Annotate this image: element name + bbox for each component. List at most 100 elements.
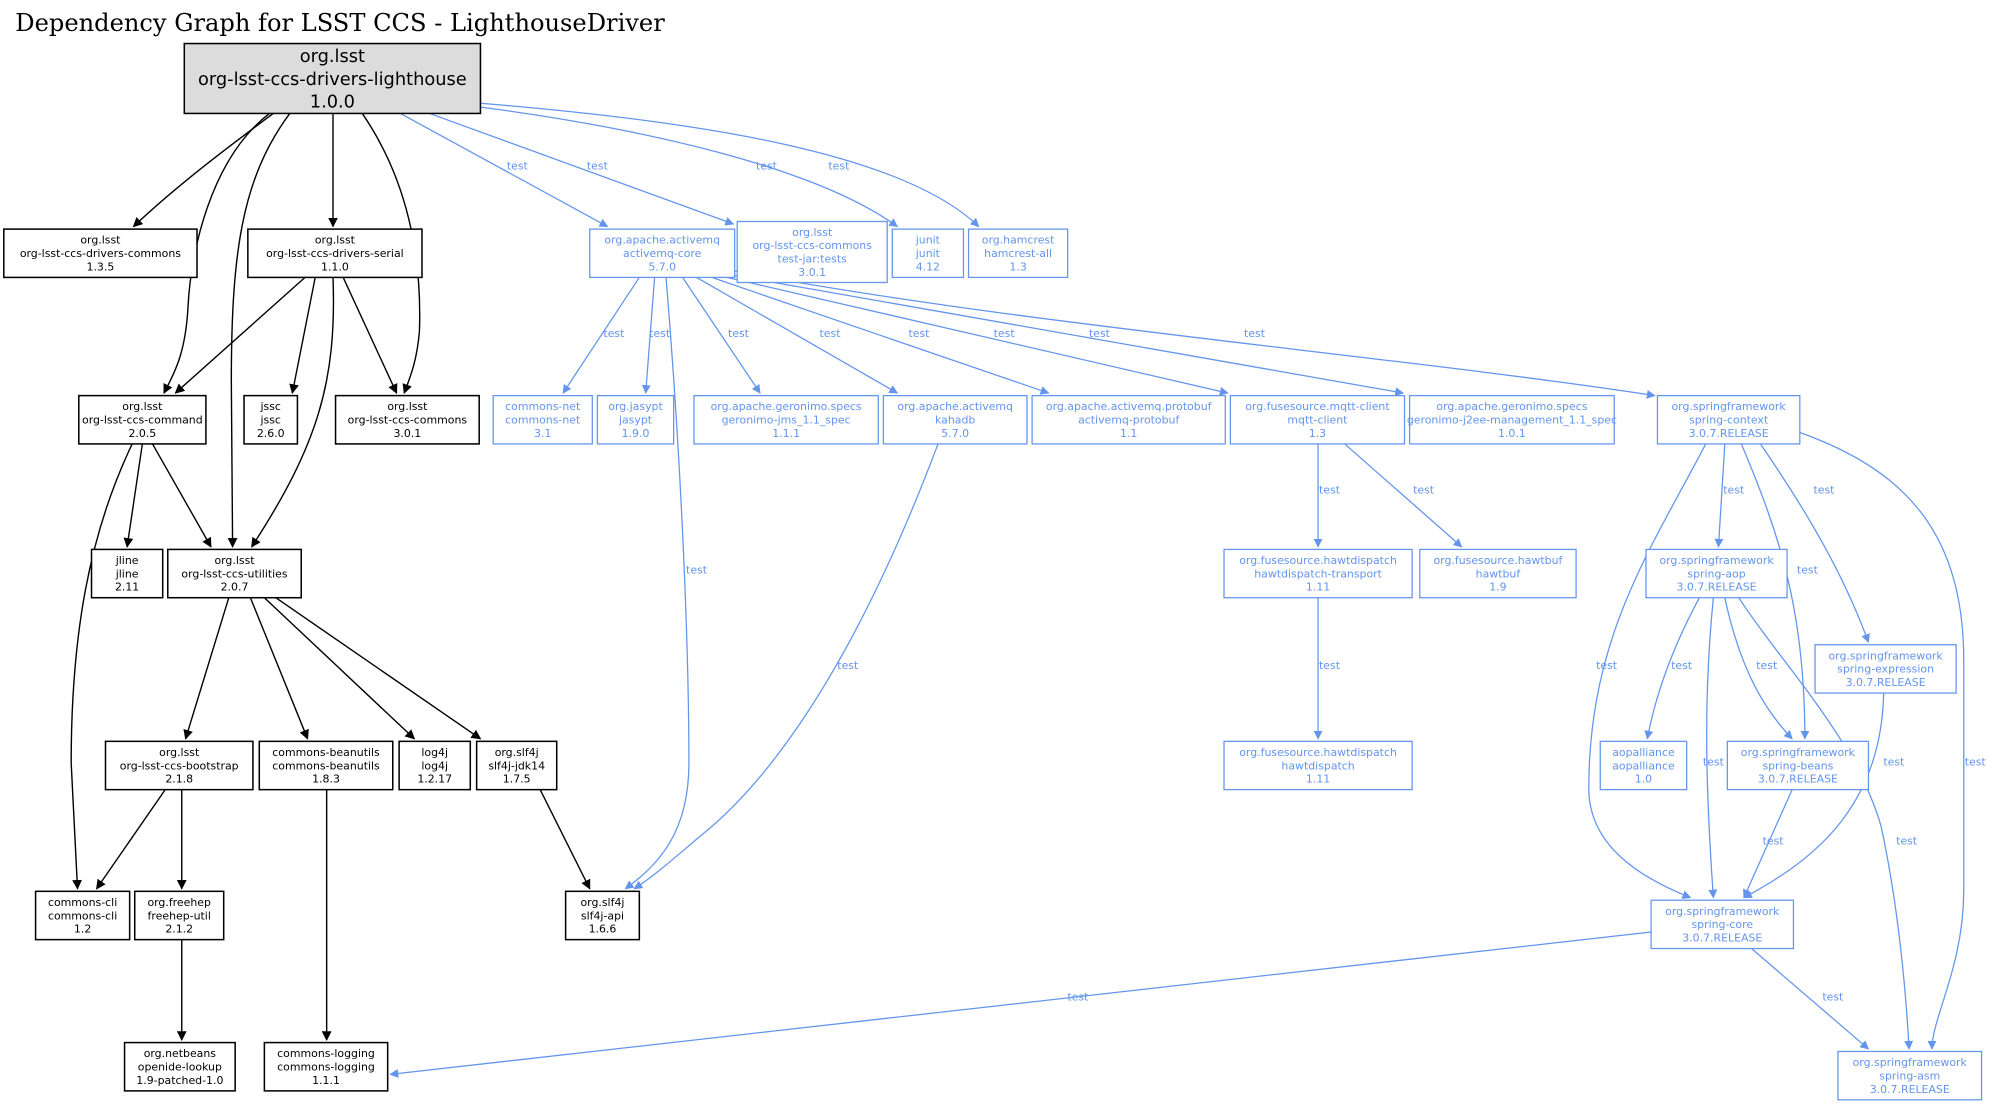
node-artifact-id: org-lsst-ccs-command [82, 414, 203, 427]
edge-label: test [649, 327, 671, 340]
edge-label: test [728, 327, 750, 340]
node-artifact-id: hawtdispatch [1281, 759, 1354, 772]
node-netbeans[interactable]: org.netbeansopenide-lookup1.9-patched-1.… [123, 1041, 236, 1092]
node-artifact-id: mqtt-client [1287, 414, 1348, 427]
node-version: 3.0.7.RELEASE [1682, 932, 1762, 945]
node-artifact-id: org-lsst-ccs-utilities [181, 567, 287, 580]
node-box [596, 394, 675, 445]
edge-label: test [1763, 834, 1785, 847]
node-version: 2.1.2 [165, 923, 193, 936]
node-artifact-id: spring-aop [1687, 567, 1745, 580]
node-version: 5.7.0 [941, 427, 969, 440]
edge-label: test [828, 159, 850, 172]
node-artifact-id: openide-lookup [138, 1061, 222, 1074]
node-root[interactable]: org.lsstorg-lsst-ccs-drivers-lighthouse1… [183, 42, 482, 115]
node-protobuf[interactable]: org.apache.activemq.protobufactivemq-pro… [1031, 394, 1226, 445]
nodes: org.lsstorg-lsst-ccs-drivers-lighthouse1… [3, 42, 1983, 1101]
edge-ccs-utilities-to-ccs-bootstrap [183, 597, 230, 740]
edge-spring-aop-to-spring-core [1706, 597, 1718, 899]
edge-drivers-serial-to-ccs-command [174, 276, 306, 394]
edge-label: test [756, 159, 778, 172]
node-spring-aop[interactable]: org.springframeworkspring-aop3.0.7.RELEA… [1645, 548, 1788, 599]
node-hawtdispatch-transport[interactable]: org.fusesource.hawtdispatchhawtdispatch-… [1223, 548, 1413, 599]
node-group-id: org.lsst [300, 46, 365, 67]
node-artifact-id: geronimo-jms_1.1_spec [722, 414, 851, 427]
node-spring-expression[interactable]: org.springframeworkspring-expression3.0.… [1814, 644, 1957, 694]
node-artifact-id: org-lsst-ccs-commons [348, 414, 468, 427]
edge-label: test [1596, 659, 1618, 672]
node-artifact-id: aopalliance [1612, 759, 1675, 772]
edge-spring-context-to-spring-expression [1759, 443, 1870, 644]
node-box [1031, 394, 1226, 445]
node-group-id: org.apache.activemq [604, 234, 720, 247]
node-artifact-id: spring-core [1691, 918, 1753, 931]
node-artifact-id: org-lsst-ccs-bootstrap [120, 759, 239, 772]
node-group-id: org.springframework [1741, 746, 1856, 759]
edge-activemq-core-to-spring-context [734, 270, 1656, 399]
node-box [243, 394, 299, 445]
node-version: 1.11 [1306, 773, 1330, 786]
edge-root-to-activemq-core [400, 112, 609, 228]
node-version: 1.3 [1309, 427, 1326, 440]
edge-root-to-ccs-commons-tests [429, 112, 735, 226]
edge-spring-core-to-commons-logging [389, 931, 1652, 1078]
node-ccs-commons-tests[interactable]: org.lsstorg-lsst-ccs-commonstest-jar:tes… [736, 220, 888, 284]
node-version: 4.12 [916, 260, 940, 273]
node-spring-context[interactable]: org.springframeworkspring-context3.0.7.R… [1656, 394, 1801, 445]
node-spring-asm[interactable]: org.springframeworkspring-asm3.0.7.RELEA… [1837, 1050, 1983, 1101]
edge-activemq-core-to-commons-net [562, 277, 640, 394]
node-geronimo-jms[interactable]: org.apache.geronimo.specsgeronimo-jms_1.… [693, 394, 879, 445]
node-group-id: org.lsst [80, 234, 121, 247]
node-version: 1.2.17 [417, 773, 452, 786]
edge-drivers-serial-to-ccs-commons [342, 277, 398, 394]
node-box [104, 740, 254, 791]
node-version: 3.0.7.RELEASE [1846, 676, 1926, 689]
node-spring-beans[interactable]: org.springframeworkspring-beans3.0.7.REL… [1726, 740, 1870, 791]
node-artifact-id: org-lsst-ccs-drivers-lighthouse [198, 69, 467, 90]
node-group-id: commons-net [505, 400, 581, 413]
node-drivers-commons[interactable]: org.lsstorg-lsst-ccs-drivers-commons1.3.… [3, 228, 198, 279]
edge-label: test [1883, 755, 1905, 768]
edge-activemq-core-to-geronimo-jms [682, 277, 761, 394]
node-artifact-id: activemq-protobuf [1078, 414, 1180, 427]
node-artifact-id: slf4j-api [581, 909, 624, 922]
node-version: 1.1.0 [321, 260, 349, 273]
edge-spring-core-to-spring-asm [1751, 948, 1870, 1050]
edge-root-to-ccs-utilities [227, 113, 291, 548]
edge-spring-expression-to-spring-core [1743, 693, 1885, 899]
node-artifact-id: org-lsst-ccs-commons [752, 239, 872, 252]
node-artifact-id: geronimo-j2ee-management_1.1_spec [1407, 414, 1617, 427]
node-hawtdispatch[interactable]: org.fusesource.hawtdispatchhawtdispatch1… [1223, 740, 1413, 791]
node-artifact-id: commons-beanutils [272, 759, 380, 772]
edge-ccs-utilities-to-log4j [263, 597, 416, 740]
node-box [693, 394, 879, 445]
node-spring-core[interactable]: org.springframeworkspring-core3.0.7.RELE… [1650, 899, 1795, 950]
node-version: 2.1.8 [165, 773, 193, 786]
node-geronimo-j2ee[interactable]: org.apache.geronimo.specsgeronimo-j2ee-m… [1407, 394, 1617, 445]
edge-label: test [837, 659, 859, 672]
edge-spring-context-to-spring-aop [1714, 443, 1726, 548]
